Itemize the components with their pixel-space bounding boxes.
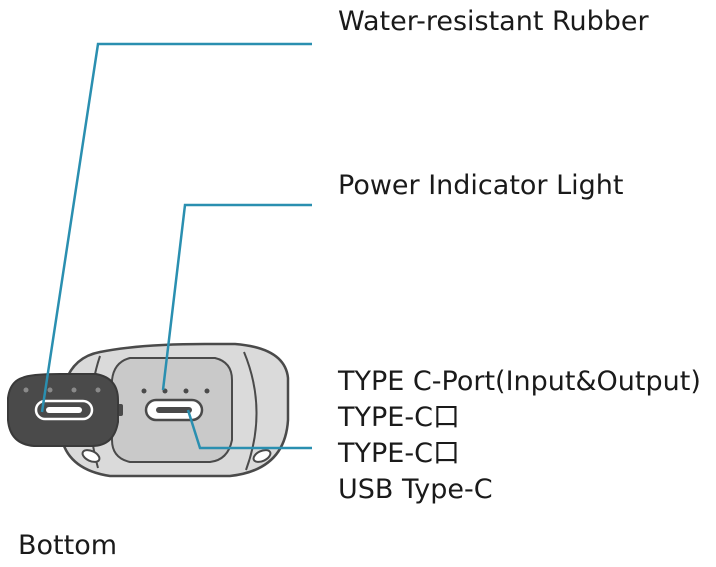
indicator-dot (141, 388, 147, 394)
cover-dot (71, 387, 77, 393)
cover-plug-tongue (46, 407, 82, 413)
cover-dot (23, 387, 29, 393)
label-power-indicator-light: Power Indicator Light (338, 170, 624, 201)
leader-line-rubber (40, 42, 312, 413)
leader-line-light (161, 203, 312, 391)
cover-dot (47, 387, 53, 393)
label-type-c-port: TYPE C-Port(Input&Output) TYPE-C口 TYPE-C… (338, 364, 701, 508)
view-caption-bottom: Bottom (18, 530, 118, 561)
rubber-cover (7, 373, 119, 447)
side-groove-right (243, 351, 258, 471)
cover-dot (95, 387, 101, 393)
leader-line-port (186, 409, 312, 450)
indicator-dot (183, 388, 189, 394)
vent-slot-left (81, 449, 101, 463)
cover-plug-outline (34, 399, 94, 421)
device-body (60, 342, 290, 478)
vent-slot-right (252, 449, 272, 463)
label-type-c-port-line: TYPE C-Port(Input&Output) (338, 366, 701, 397)
indicator-dot (204, 388, 210, 394)
label-type-c-port-line: USB Type-C (338, 474, 493, 505)
label-type-c-port-line: TYPE-C口 (338, 402, 460, 433)
label-type-c-port-line: TYPE-C口 (338, 438, 460, 469)
usb-c-port-tongue (156, 407, 192, 413)
label-water-resistant-rubber: Water-resistant Rubber (338, 6, 649, 37)
